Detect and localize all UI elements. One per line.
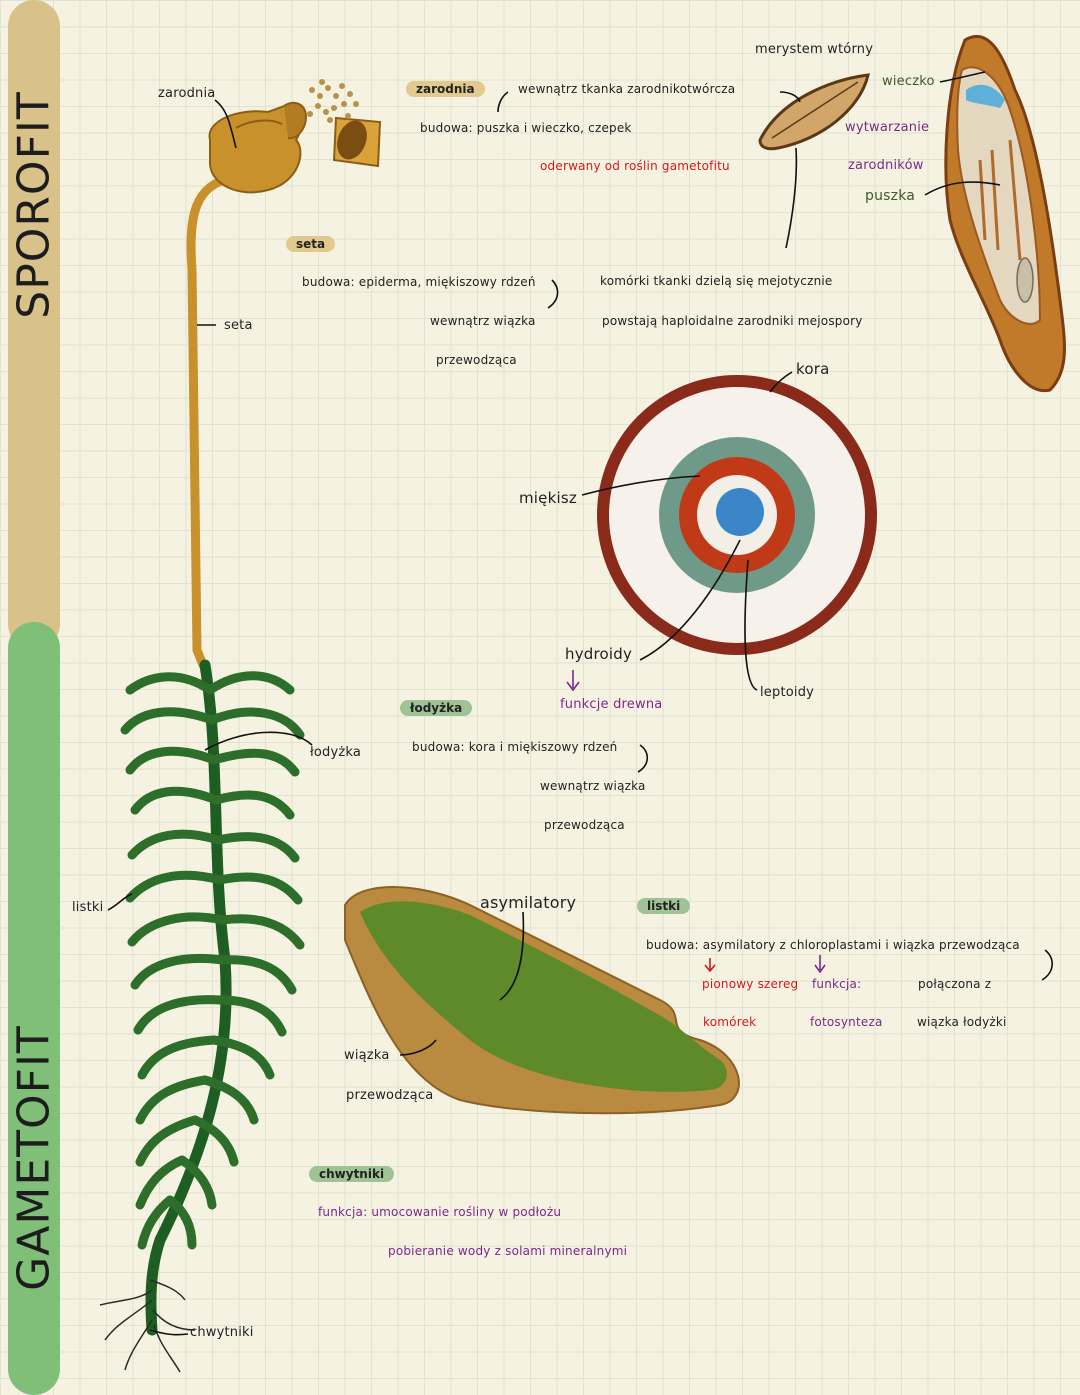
- stem-section-icon: [597, 375, 877, 655]
- chip-chwytniki: chwytniki: [309, 1166, 395, 1182]
- arrow-hydroidy: [566, 670, 580, 692]
- sporofit-bar: [8, 0, 60, 650]
- zarodnia-budowa: budowa: puszka i wieczko, czepek: [420, 121, 632, 135]
- chip-seta: seta: [286, 236, 336, 252]
- label-seta: seta: [224, 318, 253, 333]
- arrow-funkcja: [814, 955, 826, 974]
- leader-capsule-down: [785, 147, 798, 249]
- label-hydroidy: hydroidy: [565, 645, 633, 663]
- seta-budowa: budowa: epiderma, miękiszowy rdzeń: [302, 275, 536, 289]
- label-zarodnia: zarodnia: [158, 86, 216, 101]
- seta-stalk: [186, 173, 237, 670]
- listki-funkcja: funkcja:: [812, 977, 862, 991]
- lodyzka-budowa: budowa: kora i miękiszowy rdzeń: [412, 740, 618, 754]
- label-chwytniki: chwytniki: [190, 1325, 254, 1340]
- gametophyte-icon: [120, 659, 305, 1336]
- listki-fotosynteza: fotosynteza: [810, 1015, 883, 1029]
- label-asymilatory: asymilatory: [480, 893, 577, 912]
- leader-leptoidy: [744, 559, 758, 691]
- spindle-capsule-icon: [758, 73, 870, 151]
- rhizoids-icon: [99, 1279, 196, 1373]
- leader-to-capsule: [779, 91, 801, 103]
- zarodnia-komorki: komórki tkanki dzielą się mejotycznie: [600, 274, 833, 288]
- lodyzka-przewodzaca: przewodząca: [544, 818, 625, 832]
- label-przewodzaca: przewodząca: [346, 1088, 434, 1103]
- label-kora: kora: [796, 360, 830, 378]
- zarodnia-wewnatrz: wewnątrz tkanka zarodnikotwórcza: [518, 82, 736, 96]
- capsule-icon: [208, 101, 382, 194]
- leaf-section-icon: [344, 886, 740, 1115]
- label-listki: listki: [72, 900, 104, 915]
- lodyzka-wiazka: wewnątrz wiązka: [540, 779, 646, 793]
- label-wieczko: wieczko: [882, 74, 935, 89]
- gametofit-bar: [8, 622, 60, 1395]
- listki-budowa: budowa: asymilatory z chloroplastami i w…: [646, 938, 1020, 952]
- arrow-pionowy: [704, 958, 716, 973]
- leader-asymilatory: [499, 911, 525, 1001]
- chip-zarodnia: zarodnia: [406, 81, 485, 97]
- listki-polaczona: połączona z: [918, 977, 992, 991]
- capsule-section-icon: [944, 35, 1066, 393]
- label-lodyzka: łodyżka: [310, 745, 362, 760]
- chip-listki: listki: [637, 898, 691, 914]
- leader-listki-brace: [1041, 949, 1053, 981]
- leader-listki: [107, 893, 133, 911]
- leader-seta-brace: [547, 279, 559, 309]
- seta-przewodzaca: przewodząca: [436, 353, 517, 367]
- label-puszka: puszka: [865, 188, 916, 204]
- listki-pionowy: pionowy szereg: [702, 977, 799, 991]
- label-funkcje-drewna: funkcje drewna: [560, 697, 663, 712]
- listki-wiazka-lodyzki: wiązka łodyżki: [917, 1015, 1007, 1029]
- leader-wiazka: [399, 1039, 437, 1056]
- leader-wieczko: [939, 71, 986, 83]
- spores-icon: [307, 79, 359, 123]
- listki-komorek: komórek: [703, 1015, 757, 1029]
- label-leptoidy: leptoidy: [760, 685, 815, 700]
- leader-miekisz: [581, 475, 701, 496]
- label-wiazka: wiązka: [344, 1048, 390, 1063]
- label-merystem: merystem wtórny: [755, 42, 874, 57]
- leader-lodyzka-brace: [637, 744, 649, 773]
- leader-puszka: [924, 181, 1001, 196]
- label-wytwarzanie: wytwarzanie: [845, 120, 930, 135]
- leader-zarodnia-text: [497, 91, 509, 113]
- chip-lodyzka: łodyżka: [400, 700, 473, 716]
- zarodnia-powstaja: powstają haploidalne zarodniki mejospory: [602, 314, 863, 328]
- leader-zarodnia: [214, 99, 237, 149]
- label-zarodnikow: zarodników: [848, 158, 924, 173]
- leader-hydroidy: [639, 539, 741, 661]
- label-miekisz: miękisz: [519, 489, 577, 507]
- chwytniki-funkcja: funkcja: umocowanie rośliny w podłożu: [318, 1205, 562, 1219]
- zarodnia-oderwany: oderwany od roślin gametofitu: [540, 159, 730, 173]
- leader-kora: [769, 371, 793, 393]
- leader-chwytniki: [149, 1329, 189, 1336]
- seta-wiazka: wewnątrz wiązka: [430, 314, 536, 328]
- leader-lodyzka: [204, 731, 313, 751]
- chwytniki-pobieranie: pobieranie wody z solami mineralnymi: [388, 1244, 628, 1258]
